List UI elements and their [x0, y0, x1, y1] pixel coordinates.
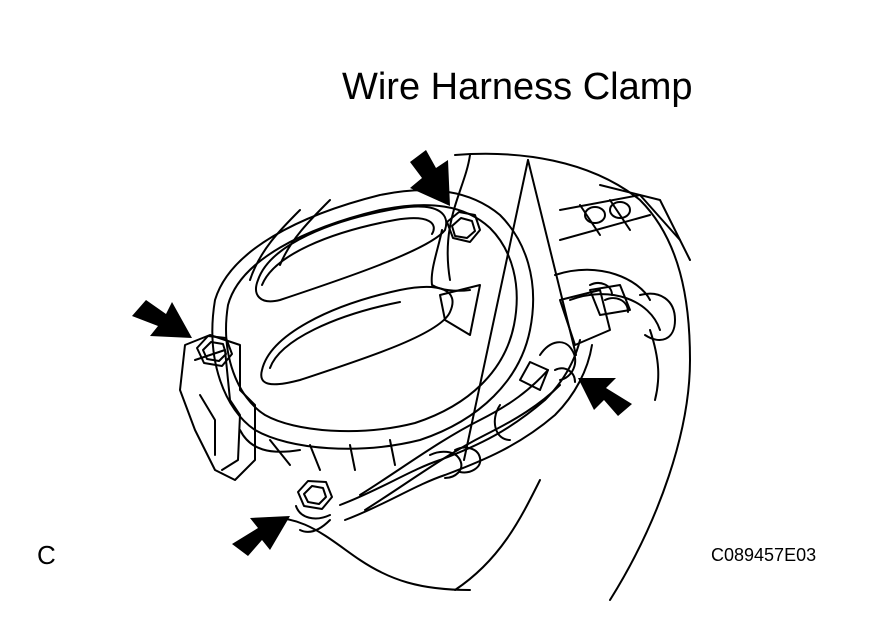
throttle-body-cover: [211, 189, 535, 471]
corner-letter: C: [37, 540, 56, 570]
figure-code: C089457E03: [711, 545, 817, 565]
arrow-bottom-bolt: [232, 516, 290, 556]
wire-harness: [299, 282, 629, 533]
arrow-left-bolt: [132, 300, 192, 338]
arrow-top-bolt: [410, 150, 450, 206]
callout-leader-lines: [463, 159, 577, 461]
bolt-left: [196, 335, 233, 367]
engine-block: [257, 152, 691, 601]
callout-label: Wire Harness Clamp: [342, 66, 693, 108]
bolt-bottom: [295, 480, 333, 520]
arrow-right-clamp: [578, 378, 632, 416]
bolt-top: [430, 211, 481, 292]
mounting-bracket: [179, 334, 256, 481]
